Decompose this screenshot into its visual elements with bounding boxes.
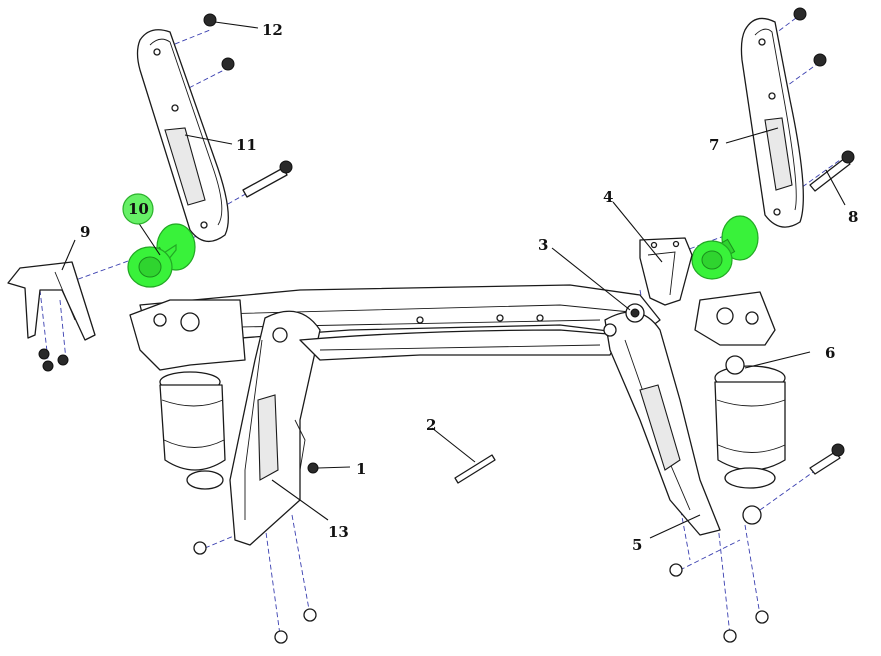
highlighted-bushing-left <box>127 223 196 288</box>
bolts-top <box>203 7 855 475</box>
callout-11: 11 <box>236 136 257 154</box>
callout-8: 8 <box>848 208 858 226</box>
leader-lines <box>61 21 846 539</box>
callout-5: 5 <box>632 536 642 554</box>
right-upper-bracket <box>740 17 804 228</box>
subframe <box>129 284 776 546</box>
callout-6: 6 <box>825 344 835 362</box>
highlighted-bushing-right <box>691 215 759 280</box>
subframe-bushing <box>625 303 645 323</box>
left-air-spring <box>159 371 226 490</box>
callout-10-highlight-badge <box>122 193 154 225</box>
callout-7: 7 <box>709 136 719 154</box>
callout-12: 12 <box>262 21 283 39</box>
callout-3: 3 <box>538 236 548 254</box>
callout-10: 10 <box>128 200 149 218</box>
right-top-bracket <box>639 237 693 306</box>
callout-labels: 12 11 9 10 3 4 7 8 6 2 1 13 5 <box>80 21 858 554</box>
rod <box>454 454 496 484</box>
left-small-bracket <box>7 261 96 372</box>
callout-9: 9 <box>80 223 90 241</box>
callout-4: 4 <box>603 188 613 206</box>
left-upper-bracket <box>136 29 229 242</box>
bottom-nuts <box>193 541 769 644</box>
right-air-spring <box>714 355 786 525</box>
callout-2: 2 <box>426 416 436 434</box>
small-clips <box>294 419 319 474</box>
callout-1: 1 <box>356 460 366 478</box>
callout-13: 13 <box>328 523 349 541</box>
